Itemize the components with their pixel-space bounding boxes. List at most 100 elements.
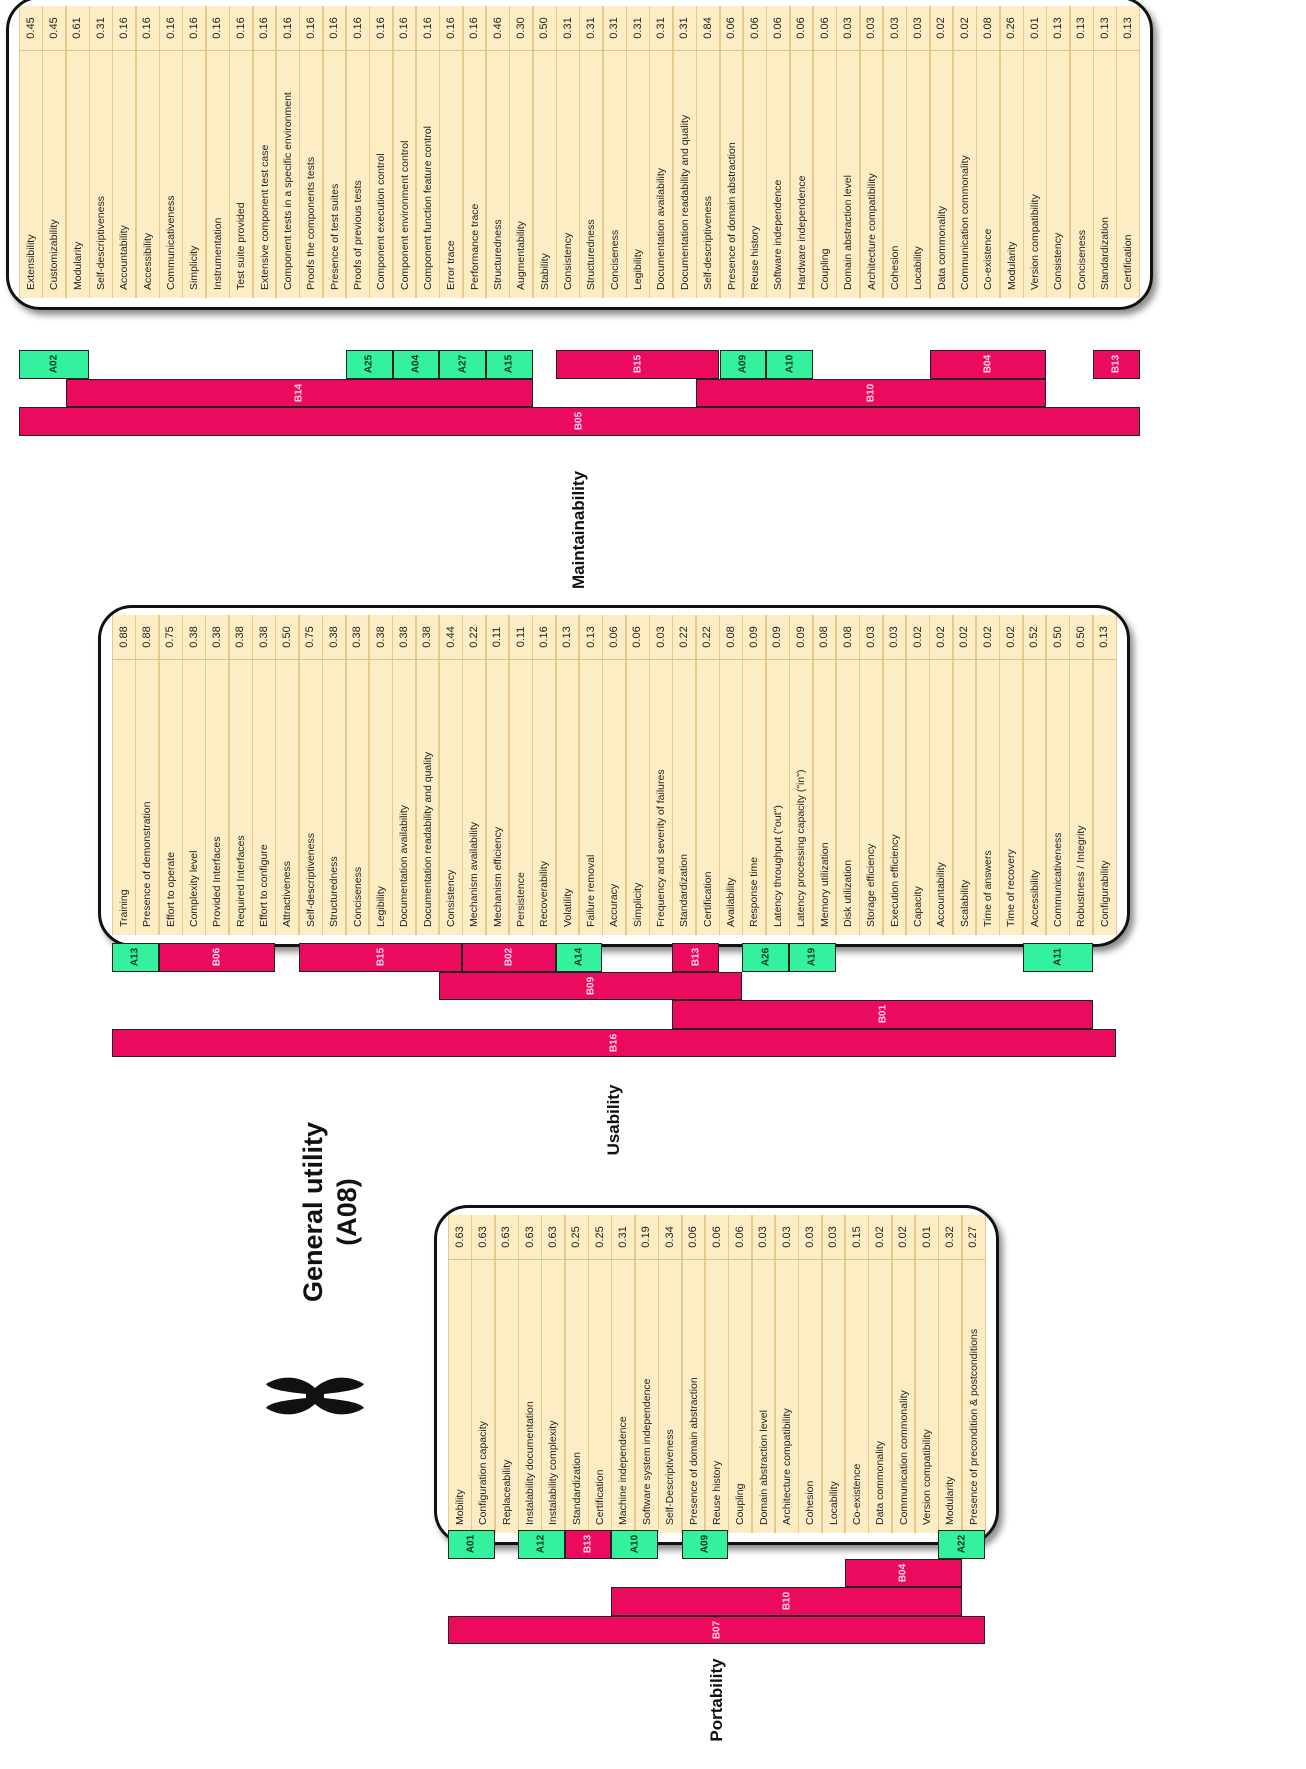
bar-code: A10 bbox=[784, 355, 796, 374]
bar-code: B15 bbox=[375, 948, 387, 967]
sub-characteristic-bar-a26: A26 bbox=[742, 943, 790, 972]
sub-characteristic-bar-b01: B01 bbox=[672, 1000, 1093, 1029]
metric-column bbox=[891, 1215, 916, 1533]
metric-column bbox=[742, 615, 767, 935]
bar-code: A25 bbox=[363, 355, 375, 374]
bar-code: A13 bbox=[129, 948, 141, 967]
metric-column bbox=[205, 615, 230, 935]
maintainability-frame bbox=[6, 0, 1153, 310]
sub-characteristic-bar-a27: A27 bbox=[439, 350, 486, 379]
value-separator bbox=[448, 1259, 986, 1260]
metric-column bbox=[672, 615, 697, 935]
sub-characteristic-bar-a11: A11 bbox=[1022, 943, 1093, 972]
bar-code: B01 bbox=[877, 1005, 889, 1024]
metric-column bbox=[229, 6, 253, 298]
sub-characteristic-bar-b06: B06 bbox=[158, 943, 276, 972]
sub-characteristic-bar-a19: A19 bbox=[789, 943, 836, 972]
metric-column bbox=[1116, 6, 1141, 298]
metric-column bbox=[532, 6, 557, 298]
metric-column bbox=[975, 615, 1000, 935]
bar-code: B04 bbox=[897, 1563, 909, 1582]
metric-column bbox=[812, 6, 837, 298]
bar-code: B07 bbox=[711, 1620, 723, 1639]
bar-code: A27 bbox=[457, 355, 469, 374]
bar-code: A01 bbox=[465, 1535, 477, 1554]
sub-characteristic-bar-b16: B16 bbox=[112, 1028, 1117, 1057]
bar-code: A09 bbox=[699, 1535, 711, 1554]
bar-code: B13 bbox=[582, 1535, 594, 1554]
sub-characteristic-bar-a10: A10 bbox=[611, 1530, 659, 1559]
metric-column bbox=[462, 6, 487, 298]
metric-column bbox=[774, 1215, 799, 1533]
chromosome-icon bbox=[266, 1377, 364, 1415]
metric-column bbox=[438, 615, 463, 935]
metric-column bbox=[905, 615, 930, 935]
bar-code: A26 bbox=[760, 948, 772, 967]
sub-characteristic-bar-b10: B10 bbox=[696, 378, 1047, 407]
metric-column bbox=[789, 615, 813, 935]
bar-code: B04 bbox=[982, 355, 994, 374]
metric-column bbox=[65, 6, 90, 298]
bar-code: B09 bbox=[585, 976, 597, 995]
sub-characteristic-bar-a25: A25 bbox=[345, 350, 393, 379]
bar-code: A02 bbox=[48, 355, 60, 374]
sub-characteristic-bar-b15: B15 bbox=[556, 350, 720, 379]
bar-code: B10 bbox=[781, 1592, 793, 1611]
bar-code: B14 bbox=[293, 383, 305, 402]
sub-characteristic-bar-a09: A09 bbox=[719, 350, 767, 379]
bar-code: A12 bbox=[535, 1535, 547, 1554]
value-separator bbox=[112, 659, 1117, 660]
center-title-line1: General utility bbox=[298, 1121, 328, 1303]
bar-code: B06 bbox=[211, 948, 223, 967]
sub-characteristic-bar-b04: B04 bbox=[844, 1558, 962, 1587]
bar-code: B13 bbox=[1110, 355, 1122, 374]
metric-column bbox=[579, 6, 604, 298]
maintainability-label: Maintainability bbox=[569, 470, 589, 590]
sub-characteristic-bar-a09: A09 bbox=[681, 1530, 729, 1559]
metric-column bbox=[859, 615, 884, 935]
sub-characteristic-bar-b09: B09 bbox=[438, 971, 743, 1000]
bar-code: A09 bbox=[737, 355, 749, 374]
sub-characteristic-bar-b13: B13 bbox=[1093, 350, 1140, 379]
metric-column bbox=[961, 1215, 986, 1533]
sub-characteristic-bar-a04: A04 bbox=[392, 350, 440, 379]
sub-characteristic-bar-a10: A10 bbox=[766, 350, 813, 379]
sub-characteristic-bar-b10: B10 bbox=[611, 1587, 962, 1616]
metric-column bbox=[728, 1215, 753, 1533]
usability-label: Usability bbox=[604, 1084, 624, 1156]
sub-characteristic-bar-a02: A02 bbox=[19, 350, 90, 379]
bar-code: B02 bbox=[503, 948, 515, 967]
sub-characteristic-bar-a14: A14 bbox=[555, 943, 603, 972]
sub-characteristic-bar-a13: A13 bbox=[112, 943, 159, 972]
sub-characteristic-bar-a15: A15 bbox=[486, 350, 533, 379]
sub-characteristic-bar-a22: A22 bbox=[938, 1530, 986, 1559]
bar-code: B10 bbox=[865, 383, 877, 402]
sub-characteristic-bar-b15: B15 bbox=[298, 943, 463, 972]
metric-column bbox=[766, 6, 791, 298]
metric-column bbox=[392, 615, 417, 935]
value-separator bbox=[19, 50, 1140, 51]
metric-column bbox=[882, 6, 907, 298]
metric-column bbox=[625, 615, 650, 935]
metric-column bbox=[415, 6, 440, 298]
metric-column bbox=[1046, 6, 1071, 298]
center-title: General utility (A08) bbox=[296, 1122, 364, 1302]
metric-column bbox=[182, 6, 207, 298]
metric-column bbox=[541, 1215, 566, 1533]
sub-characteristic-bar-b05: B05 bbox=[19, 407, 1140, 436]
metric-column bbox=[929, 6, 954, 298]
metric-column bbox=[494, 1215, 519, 1533]
sub-characteristic-bar-b13: B13 bbox=[564, 1530, 612, 1559]
metric-column bbox=[158, 615, 183, 935]
metric-column bbox=[999, 6, 1024, 298]
bar-code: A14 bbox=[573, 948, 585, 967]
bar-code: A04 bbox=[410, 355, 422, 374]
bar-code: B15 bbox=[632, 355, 644, 374]
bar-code: A10 bbox=[629, 1535, 641, 1554]
bar-code: A19 bbox=[806, 948, 818, 967]
bar-code: A11 bbox=[1052, 948, 1064, 967]
metric-column bbox=[1022, 615, 1047, 935]
sub-characteristic-bar-b02: B02 bbox=[462, 943, 556, 972]
metric-column bbox=[555, 615, 580, 935]
bar-code: B13 bbox=[690, 948, 702, 967]
